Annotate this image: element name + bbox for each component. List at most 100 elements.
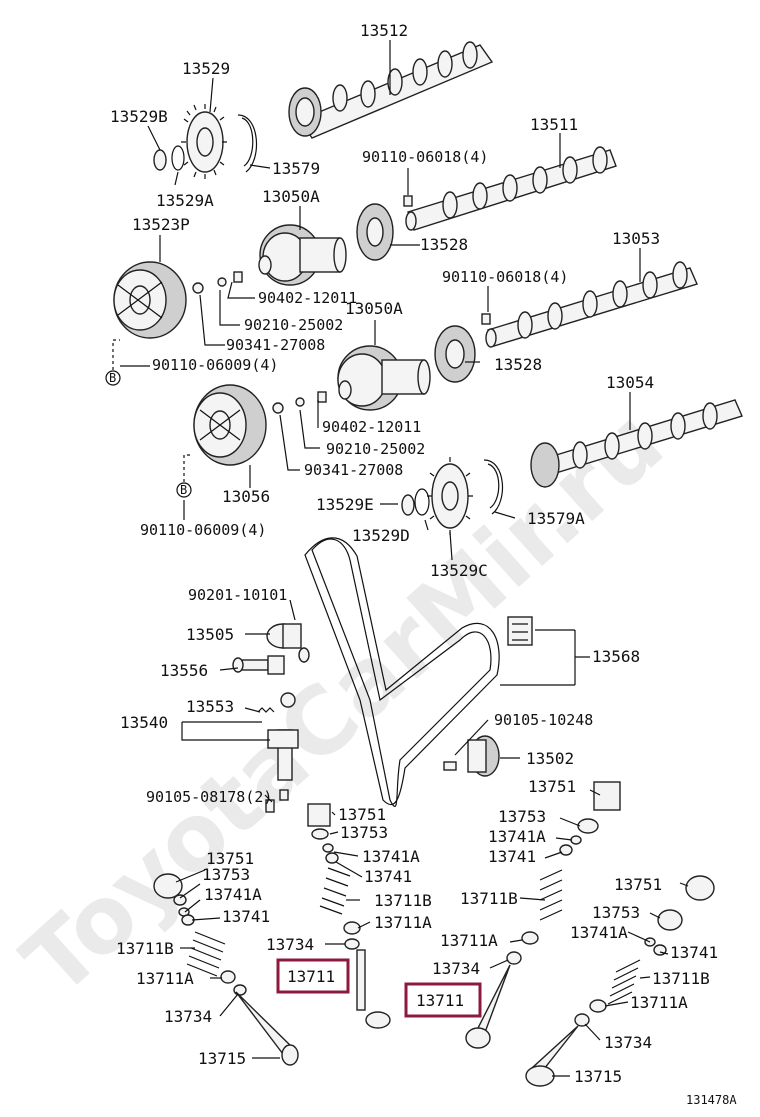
label-13711-center[interactable]: 13711 (287, 967, 335, 986)
belt-inset-drawing (507, 616, 533, 646)
label-90110-06018-b[interactable]: 90110-06018(4) (442, 268, 568, 286)
label-13715-left[interactable]: 13715 (198, 1049, 246, 1068)
label-13751-center[interactable]: 13751 (338, 805, 386, 824)
label-13734-center[interactable]: 13734 (266, 935, 314, 954)
label-13741a-right[interactable]: 13741A (570, 923, 628, 942)
label-90105-10248[interactable]: 90105-10248 (494, 711, 593, 729)
label-13711a-left[interactable]: 13711A (136, 969, 194, 988)
label-13529d[interactable]: 13529D (352, 526, 410, 545)
label-13734-cr[interactable]: 13734 (432, 959, 480, 978)
idler-13505-drawing (266, 623, 310, 663)
label-13711a-center[interactable]: 13711A (374, 913, 432, 932)
vvt-13050a-lower-drawing (337, 345, 431, 411)
label-13741a-center[interactable]: 13741A (362, 847, 420, 866)
label-13579a[interactable]: 13579A (527, 509, 585, 528)
label-13502[interactable]: 13502 (526, 749, 574, 768)
highlight-13711-center (276, 958, 350, 994)
label-13556[interactable]: 13556 (160, 661, 208, 680)
label-90110-06009-a[interactable]: 90110-06009(4) (152, 356, 278, 374)
label-13711-cr[interactable]: 13711 (416, 991, 464, 1010)
label-90110-06018-a[interactable]: 90110-06018(4) (362, 148, 488, 166)
label-13741a-cr[interactable]: 13741A (488, 827, 546, 846)
ring-13529a-drawing (171, 145, 185, 171)
label-13050a-lower[interactable]: 13050A (345, 299, 403, 318)
camshaft-13511-drawing (405, 146, 617, 231)
label-13711b-center[interactable]: 13711B (374, 891, 432, 910)
valve-group-left-drawing (153, 873, 299, 1066)
label-13734-left[interactable]: 13734 (164, 1007, 212, 1026)
label-13529[interactable]: 13529 (182, 59, 230, 78)
camshaft-13053-drawing (485, 261, 698, 348)
label-13711a-right[interactable]: 13711A (630, 993, 688, 1012)
label-13579[interactable]: 13579 (272, 159, 320, 178)
idler-13502-drawing (443, 735, 500, 777)
label-90110-06009-b[interactable]: 90110-06009(4) (140, 521, 266, 539)
label-90341-27008-b[interactable]: 90341-27008 (304, 461, 403, 479)
sprocket-13529c-drawing (427, 457, 473, 535)
label-13511[interactable]: 13511 (530, 115, 578, 134)
label-13741-cr[interactable]: 13741 (488, 847, 536, 866)
label-90402-12011-a[interactable]: 90402-12011 (258, 289, 357, 307)
ring-13529d-drawing (414, 488, 430, 516)
label-13751-cr[interactable]: 13751 (528, 777, 576, 796)
label-90341-27008-a[interactable]: 90341-27008 (226, 336, 325, 354)
label-13553[interactable]: 13553 (186, 697, 234, 716)
label-13056[interactable]: 13056 (222, 487, 270, 506)
label-13050a-upper[interactable]: 13050A (262, 187, 320, 206)
label-13529a[interactable]: 13529A (156, 191, 214, 210)
label-13523p[interactable]: 13523P (132, 215, 190, 234)
label-13505[interactable]: 13505 (186, 625, 234, 644)
label-13753-center[interactable]: 13753 (340, 823, 388, 842)
label-13528-lower[interactable]: 13528 (494, 355, 542, 374)
timing-belt-13568-drawing (311, 538, 492, 807)
label-13528-upper[interactable]: 13528 (420, 235, 468, 254)
pusher-13540-drawing (257, 692, 299, 813)
label-90105-08178[interactable]: 90105-08178(2) (146, 788, 272, 806)
pulley-13056-drawing (193, 384, 267, 466)
bolt-90110-06018-drawing (403, 195, 413, 207)
label-13711a-cr[interactable]: 13711A (440, 931, 498, 950)
label-13529e[interactable]: 13529E (316, 495, 374, 514)
label-13734-right[interactable]: 13734 (604, 1033, 652, 1052)
svg-text:B: B (180, 483, 187, 497)
camshaft-13512-drawing (288, 41, 494, 139)
label-13751-right[interactable]: 13751 (614, 875, 662, 894)
label-13741-left[interactable]: 13741 (222, 907, 270, 926)
snap-ring-13579a-drawing (483, 459, 504, 515)
clip-13529b-drawing (153, 149, 167, 171)
label-13054[interactable]: 13054 (606, 373, 654, 392)
vvt-13050a-upper-drawing (258, 224, 347, 286)
label-90201-10101[interactable]: 90201-10101 (188, 586, 287, 604)
pulley-13523p-drawing (113, 261, 187, 339)
highlight-13711-cr (404, 982, 482, 1018)
ref-b-lower-dash (183, 454, 192, 482)
label-90402-12011-b[interactable]: 90402-12011 (322, 418, 421, 436)
label-13711b-cr[interactable]: 13711B (460, 889, 518, 908)
ref-circle-b-lower: B (176, 482, 192, 498)
label-13529b[interactable]: 13529B (110, 107, 168, 126)
label-13753-cr[interactable]: 13753 (498, 807, 546, 826)
label-13741a-left[interactable]: 13741A (204, 885, 262, 904)
label-13512[interactable]: 13512 (360, 21, 408, 40)
label-13540[interactable]: 13540 (120, 713, 168, 732)
bolt-13556-drawing (232, 655, 285, 675)
hardware-upper-drawing (192, 271, 243, 294)
hardware-lower-drawing (272, 391, 327, 414)
label-13715-right[interactable]: 13715 (574, 1067, 622, 1086)
label-90210-25002-b[interactable]: 90210-25002 (326, 440, 425, 458)
label-13568[interactable]: 13568 (592, 647, 640, 666)
ref-circle-b-upper: B (105, 370, 121, 386)
label-13741-center[interactable]: 13741 (364, 867, 412, 886)
sprocket-13529-drawing (181, 104, 227, 179)
label-13529c[interactable]: 13529C (430, 561, 488, 580)
label-13053[interactable]: 13053 (612, 229, 660, 248)
label-13711b-right[interactable]: 13711B (652, 969, 710, 988)
label-13751-left[interactable]: 13751 (206, 849, 254, 868)
camshaft-13054-drawing (530, 399, 743, 488)
label-13753-left[interactable]: 13753 (202, 865, 250, 884)
label-13741-right[interactable]: 13741 (670, 943, 718, 962)
label-13711b-left[interactable]: 13711B (116, 939, 174, 958)
label-13753-right[interactable]: 13753 (592, 903, 640, 922)
label-90210-25002-a[interactable]: 90210-25002 (244, 316, 343, 334)
